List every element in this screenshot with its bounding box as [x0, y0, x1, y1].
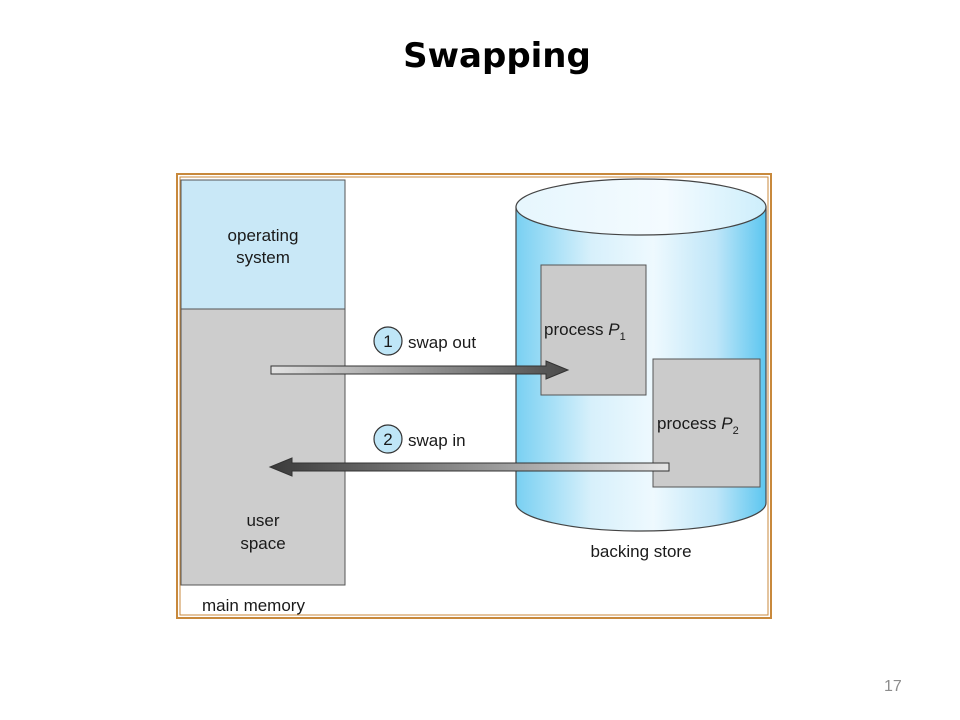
process-p2-box [652, 358, 761, 488]
backing-store: backing store process P1 process P2 [515, 178, 767, 561]
os-label-line1: operating [228, 226, 299, 245]
step-1-number: 1 [383, 332, 392, 351]
swap-in-step: 2 swap in [268, 424, 670, 477]
step-2-circle [373, 424, 403, 454]
process-p1-label: process P1 [544, 320, 626, 343]
swap-in-label: swap in [408, 431, 466, 450]
swap-out-step: 1 swap out [270, 326, 570, 380]
main-memory-caption: main memory [202, 596, 305, 615]
user-space-label-line1: user [246, 511, 279, 530]
user-space-label-line2: space [240, 534, 285, 553]
swapping-diagram: operating system user space main memory … [176, 173, 772, 619]
page-number: 17 [884, 678, 902, 695]
user-space-region [180, 308, 346, 586]
step-1-circle [373, 326, 403, 356]
swap-out-label: swap out [408, 333, 476, 352]
slide-title: Swapping [403, 36, 591, 76]
swap-in-arrow [268, 457, 670, 477]
cylinder-top [515, 178, 767, 236]
os-label-line2: system [236, 248, 290, 267]
backing-store-caption: backing store [590, 542, 691, 561]
step-2-number: 2 [383, 430, 392, 449]
process-p2-label: process P2 [657, 414, 739, 437]
main-memory: operating system user space main memory [180, 179, 346, 615]
os-region [180, 179, 346, 310]
swap-out-arrow [270, 360, 570, 380]
